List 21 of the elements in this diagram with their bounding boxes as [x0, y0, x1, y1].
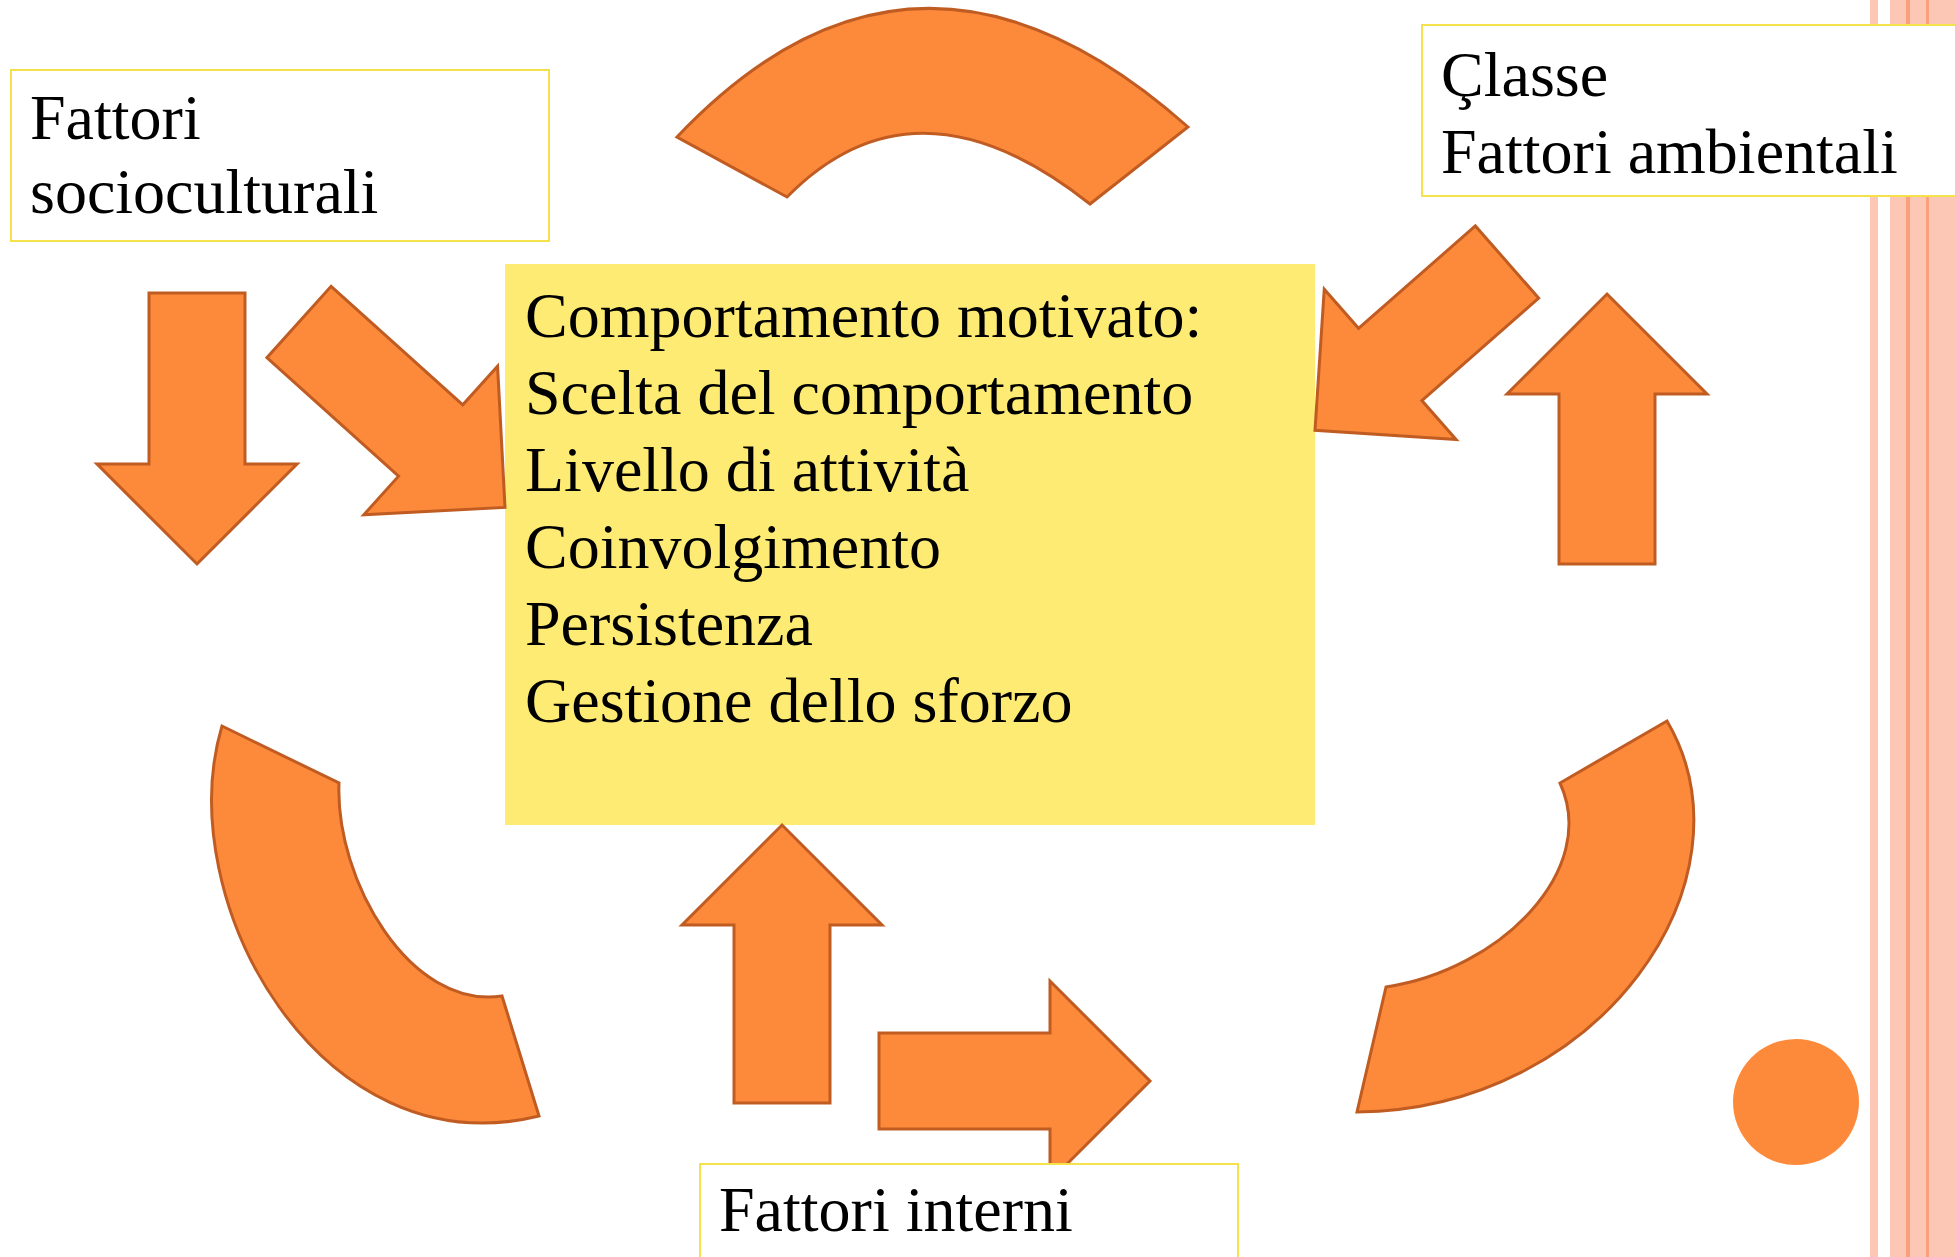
text-box — [505, 264, 1315, 825]
box-text: Fattori socioculturali — [30, 81, 380, 229]
block-arrow — [678, 822, 886, 1105]
box-text: Scelta del comportamento — [525, 356, 1195, 430]
block-arrow — [1313, 223, 1541, 442]
box-text: Livello di attività — [525, 433, 971, 507]
block-arrow — [264, 284, 507, 517]
text-box — [10, 69, 550, 242]
box-text: Fattori ambientali — [1441, 115, 1899, 189]
curved-band-shape — [1353, 717, 1698, 1116]
box-text: Gestione dello sforzo — [525, 664, 1074, 738]
curved-band-shape — [208, 722, 543, 1127]
text-box — [1421, 24, 1955, 197]
box-text: Coinvolgimento — [525, 510, 942, 584]
circle-shape — [1733, 1039, 1859, 1165]
box-text: Fattori interni — [719, 1173, 1074, 1247]
curved-band-shape — [672, 4, 1193, 208]
text-box — [699, 1163, 1239, 1257]
box-text: Çlasse — [1441, 38, 1610, 112]
box-text: Persistenza — [525, 587, 814, 661]
box-text: Comportamento motivato: — [525, 279, 1204, 353]
